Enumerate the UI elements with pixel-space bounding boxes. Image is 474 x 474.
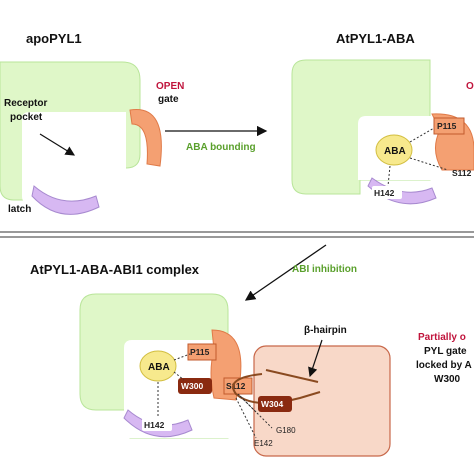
receptor-pocket-label-2: pocket: [10, 112, 43, 123]
abi1-box: [253, 345, 391, 457]
latch: [31, 185, 100, 215]
hbond-aba-p115-3: [173, 353, 191, 361]
hbond-aba-h142: [387, 165, 391, 187]
open-label-2: O: [466, 81, 474, 92]
pocket-pointer-arrow: [39, 133, 76, 156]
aba-ligand: [375, 134, 413, 166]
side-note-line-4: W300: [434, 374, 461, 385]
latch-label: latch: [8, 204, 31, 215]
hairpin-label: β-hairpin: [304, 325, 347, 336]
apo-receptor-shape: [0, 61, 141, 204]
receptor-pocket-label-1: Receptor: [4, 98, 47, 109]
side-note-line-2: PYL gate: [424, 346, 467, 357]
panel2-title: AtPYL1-ABA: [336, 31, 415, 46]
open-gate: [129, 108, 162, 167]
panel1-title: apoPYL1: [26, 31, 82, 46]
h142-label-2: H142: [374, 188, 395, 198]
aba-label-2: ABA: [384, 146, 406, 157]
s112-label-3: S112: [226, 381, 246, 391]
aba-bounding-label: ABA bounding: [186, 142, 256, 153]
p115-box-3: [187, 343, 217, 361]
hbond-aba-p115: [409, 127, 435, 143]
w300-box: [178, 378, 212, 394]
side-note-line-1: Partially o: [418, 332, 466, 343]
w300-label: W300: [181, 381, 203, 391]
e142-label: E142: [254, 439, 273, 448]
h142-label-3: H142: [144, 420, 165, 430]
hbond-aba-s112: [409, 157, 449, 171]
beta-hairpin-strand-2: [265, 369, 319, 383]
p115-label-2: P115: [437, 121, 457, 131]
s112-label-2: S112: [452, 168, 472, 178]
hairpin-pointer-arrow: [308, 339, 323, 378]
contact-s112-e142: [235, 397, 257, 439]
open-label: OPEN: [156, 81, 184, 92]
w304-label: W304: [261, 399, 283, 409]
h142-box-2: [372, 186, 402, 199]
contact-s112-g180: [239, 395, 273, 429]
g180-label: G180: [276, 426, 296, 435]
side-note-line-3: locked by A: [416, 360, 472, 371]
abi-inhibition-arrow: [244, 244, 327, 301]
p115-box: [433, 117, 465, 135]
bound-receptor-shape: [291, 59, 436, 195]
gate-label: gate: [158, 94, 179, 105]
w304-box: [258, 396, 292, 412]
aba-label-3: ABA: [148, 362, 170, 373]
h142-box-3: [142, 418, 172, 431]
abi-inhibition-label: ABI inhibition: [292, 264, 357, 275]
aba-ligand-3: [139, 350, 177, 382]
panel3-title: AtPYL1-ABA-ABI1 complex: [30, 262, 200, 277]
p115-label-3: P115: [190, 347, 210, 357]
